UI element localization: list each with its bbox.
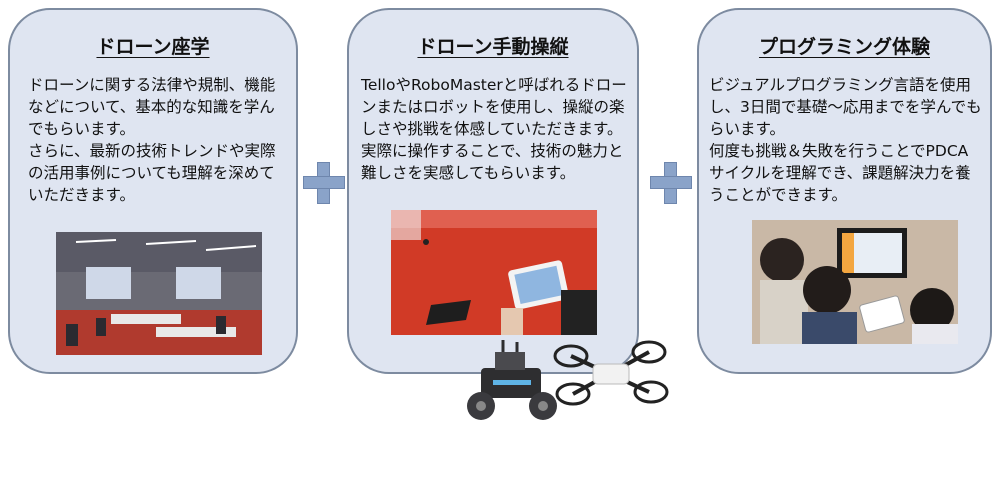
drone-flight-photo (391, 210, 597, 335)
card-title: プログラミング体験 (758, 36, 930, 58)
plus-icon (303, 162, 345, 204)
card-title: ドローン手動操縦 (417, 36, 569, 58)
programming-class-photo (752, 220, 958, 344)
card-title: ドローン座学 (96, 36, 210, 58)
card-description: ビジュアルプログラミング言語を使用し、3日間で基礎～応用までを学んでもらいます。… (709, 76, 982, 204)
tello-drone-image (553, 338, 669, 410)
robomaster-robot-image (463, 340, 563, 426)
plus-icon (650, 162, 692, 204)
card-description: TelloやRoboMasterと呼ばれるドローンまたはロボットを使用し、操縦の… (361, 76, 627, 182)
card-description: ドローンに関する法律や規制、機能などについて、基本的な知識を学んでもらいます。 … (28, 76, 276, 204)
lecture-room-photo (56, 232, 262, 355)
